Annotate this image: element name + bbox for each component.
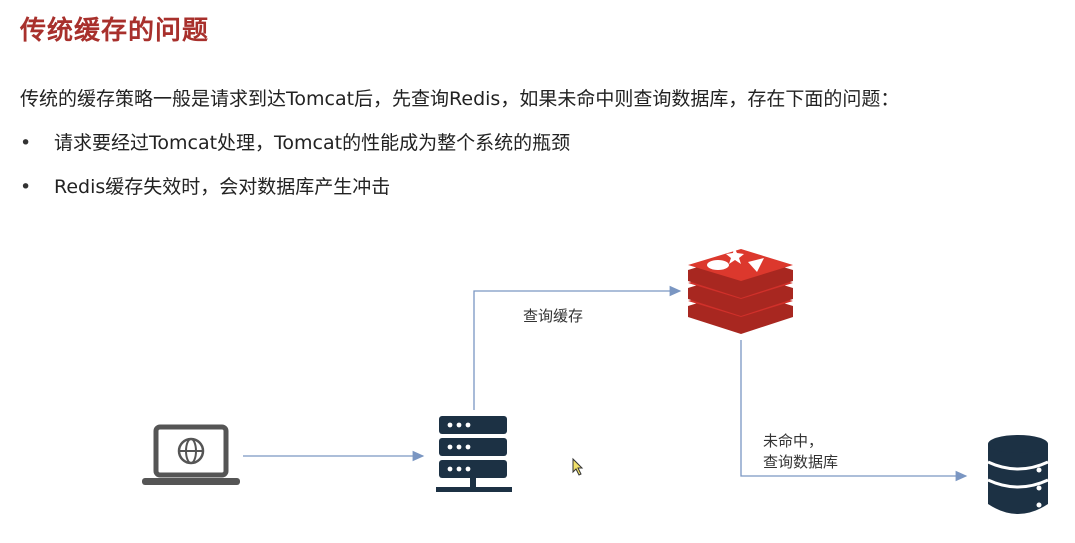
page-title: 传统缓存的问题	[20, 16, 210, 46]
laptop-icon	[142, 424, 240, 485]
bullet-text: 请求要经过Tomcat处理，Tomcat的性能成为整个系统的瓶颈	[54, 132, 571, 154]
bullet-dot: •	[20, 176, 32, 198]
label-query-cache: 查询缓存	[523, 307, 584, 325]
redis-icon	[688, 247, 793, 334]
arrow-redis-to-database	[740, 340, 968, 482]
label-miss-line2: 查询数据库	[763, 453, 839, 471]
bullet-dot: •	[20, 132, 32, 154]
database-icon	[987, 435, 1049, 514]
bullet-text: Redis缓存失效时，会对数据库产生冲击	[54, 176, 391, 198]
server-icon	[436, 416, 512, 492]
mouse-cursor-icon	[572, 457, 584, 476]
bullet-item: • Redis缓存失效时，会对数据库产生冲击	[20, 172, 570, 216]
bullet-item: • 请求要经过Tomcat处理，Tomcat的性能成为整个系统的瓶颈	[20, 128, 570, 172]
intro-text: 传统的缓存策略一般是请求到达Tomcat后，先查询Redis，如果未命中则查询数…	[20, 88, 900, 110]
label-miss-line1: 未命中，	[763, 432, 824, 450]
bullet-list: • 请求要经过Tomcat处理，Tomcat的性能成为整个系统的瓶颈 • Redis…	[20, 128, 570, 216]
arrow-tomcat-to-redis	[473, 285, 682, 410]
